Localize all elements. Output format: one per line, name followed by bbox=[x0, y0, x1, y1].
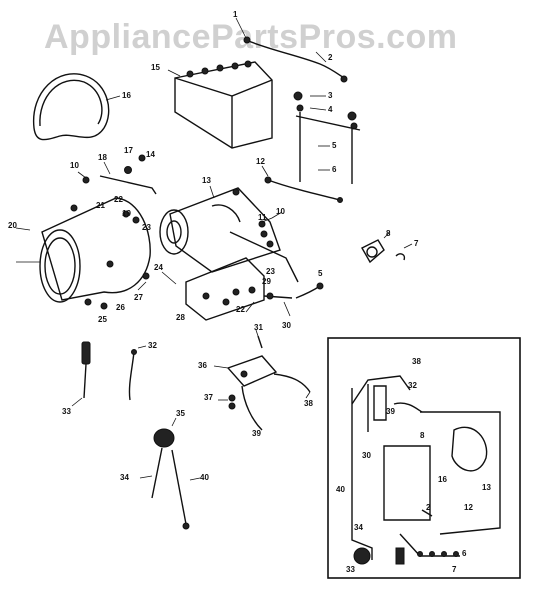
callout-5: 5 bbox=[332, 141, 337, 150]
part-28-mounting-plate bbox=[84, 257, 324, 321]
inset-callout-30: 30 bbox=[362, 451, 371, 460]
inset-callout-8: 8 bbox=[420, 431, 425, 440]
callout-14: 14 bbox=[146, 150, 155, 159]
callout-32: 32 bbox=[148, 341, 157, 350]
part-35-switch bbox=[139, 417, 201, 530]
callout-39: 39 bbox=[252, 429, 261, 438]
callout-38: 38 bbox=[304, 399, 313, 408]
inset-callout-12: 12 bbox=[464, 503, 473, 512]
callout-1: 1 bbox=[233, 10, 238, 19]
part-32-wire bbox=[128, 345, 147, 401]
callout-12: 12 bbox=[256, 157, 265, 166]
callout-31: 31 bbox=[254, 323, 263, 332]
callout-11: 11 bbox=[258, 213, 267, 222]
callout-30-a: 30 bbox=[282, 321, 291, 330]
callout-28: 28 bbox=[176, 313, 185, 322]
callout-34: 34 bbox=[120, 473, 129, 482]
part-16-gasket bbox=[32, 73, 121, 141]
inset-callout-38: 38 bbox=[412, 357, 421, 366]
callout-13: 13 bbox=[202, 176, 211, 185]
callout-40: 40 bbox=[200, 473, 209, 482]
callout-4: 4 bbox=[328, 105, 333, 114]
part-13-starter-motor bbox=[159, 185, 299, 283]
callout-3: 3 bbox=[328, 91, 333, 100]
inset-callout-7: 7 bbox=[452, 565, 457, 574]
callout-17: 17 bbox=[124, 146, 133, 155]
inset-callout-34: 34 bbox=[354, 523, 363, 532]
part-10-18-bracket bbox=[77, 154, 157, 195]
inset-wiring-diagram bbox=[327, 337, 521, 579]
inset-callout-2: 2 bbox=[426, 503, 431, 512]
inset-callout-32: 32 bbox=[408, 381, 417, 390]
part-20-headlight-housing bbox=[15, 197, 151, 303]
inset-callout-40: 40 bbox=[336, 485, 345, 494]
callout-8: 8 bbox=[386, 229, 391, 238]
callout-22: 22 bbox=[114, 195, 123, 204]
watermark: AppliancePartsPros.com bbox=[44, 18, 458, 56]
callout-23-b: 23 bbox=[266, 267, 275, 276]
inset-callout-39: 39 bbox=[386, 407, 395, 416]
part-2-cable bbox=[235, 17, 348, 83]
part-11-terminal bbox=[258, 211, 283, 228]
callout-37: 37 bbox=[204, 393, 213, 402]
callout-2: 2 bbox=[328, 53, 333, 62]
part-3-6-holddown bbox=[293, 91, 361, 184]
callout-5-b: 5 bbox=[318, 269, 323, 278]
callout-19: 19 bbox=[122, 209, 131, 218]
callout-27: 27 bbox=[134, 293, 143, 302]
callout-6: 6 bbox=[332, 165, 337, 174]
callout-29: 29 bbox=[262, 277, 271, 286]
callout-7: 7 bbox=[414, 239, 419, 248]
callout-26: 26 bbox=[116, 303, 125, 312]
callout-35: 35 bbox=[176, 409, 185, 418]
callout-10: 10 bbox=[70, 161, 79, 170]
callout-15: 15 bbox=[151, 63, 160, 72]
callout-25: 25 bbox=[98, 315, 107, 324]
callout-33: 33 bbox=[62, 407, 71, 416]
inset-callout-16: 16 bbox=[438, 475, 447, 484]
inset-callout-13: 13 bbox=[482, 483, 491, 492]
inset-callout-6: 6 bbox=[462, 549, 467, 558]
callout-18: 18 bbox=[98, 153, 107, 162]
callout-24: 24 bbox=[154, 263, 163, 272]
callout-23-a: 23 bbox=[142, 223, 151, 232]
part-31-fastener bbox=[255, 329, 263, 349]
callout-22-b: 22 bbox=[236, 305, 245, 314]
part-12-cable bbox=[261, 165, 343, 203]
callout-21: 21 bbox=[96, 201, 105, 210]
inset-callout-33: 33 bbox=[346, 565, 355, 574]
callout-16: 16 bbox=[122, 91, 131, 100]
callout-36: 36 bbox=[198, 361, 207, 370]
part-36-regulator bbox=[213, 355, 311, 431]
part-15-battery bbox=[167, 60, 273, 149]
callout-10-b: 10 bbox=[276, 207, 285, 216]
callout-20: 20 bbox=[8, 221, 17, 230]
part-8-plug bbox=[361, 231, 413, 264]
part-33-connector bbox=[71, 341, 91, 407]
